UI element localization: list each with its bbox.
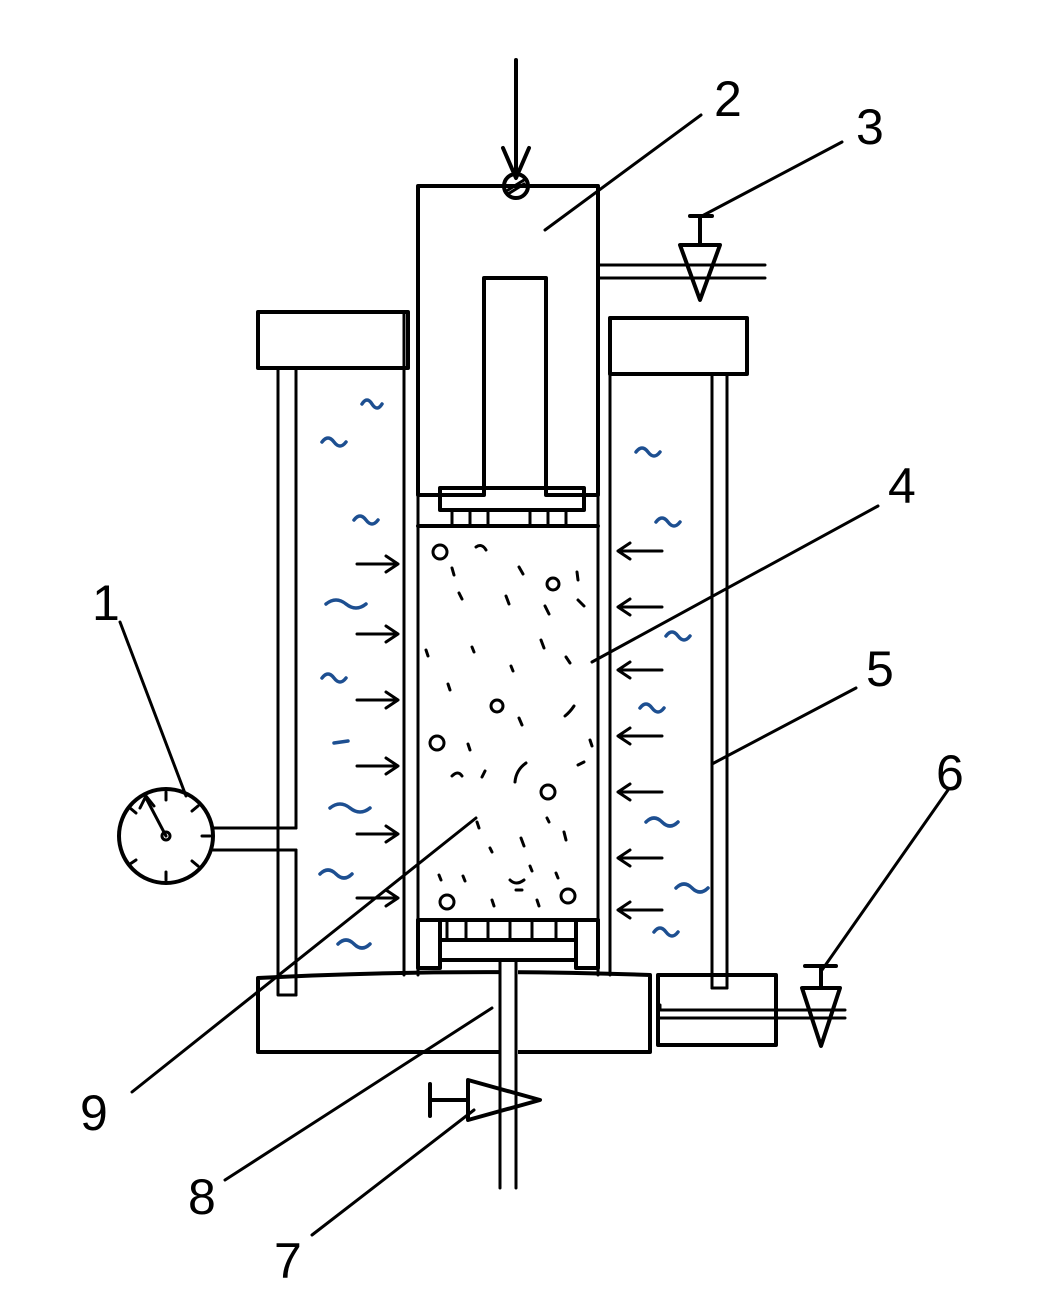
cell-water-left: [318, 398, 384, 950]
pressure-arrows-left: [355, 554, 400, 908]
pressure-arrows-right: [616, 541, 664, 920]
top-porous-platen: [416, 486, 600, 528]
cell-drain-pipe: [658, 1003, 847, 1020]
drain-stem: [498, 960, 518, 1192]
bottom-valve: [428, 1078, 542, 1122]
cell-wall-left: [276, 366, 298, 997]
cell-top-plate-right: [608, 316, 749, 376]
label-7: 7: [274, 1233, 302, 1289]
label-3: 3: [856, 99, 884, 155]
loading-ball: [502, 172, 530, 200]
specimen-membrane: [402, 310, 612, 977]
cell-drain-valve: [800, 964, 842, 1048]
top-valve: [678, 214, 722, 302]
label-1: 1: [92, 575, 120, 631]
load-arrow: [501, 58, 531, 180]
label-2: 2: [714, 71, 742, 127]
cell-water-right: [634, 446, 710, 938]
bottom-porous-platen: [416, 918, 600, 970]
label-8: 8: [188, 1169, 216, 1225]
label-6: 6: [936, 745, 964, 801]
leader-lines: [118, 113, 950, 1237]
soil-specimen: [424, 543, 594, 911]
label-5: 5: [866, 641, 894, 697]
cell-wall-right: [710, 372, 729, 990]
label-4: 4: [888, 458, 916, 514]
label-9: 9: [80, 1085, 108, 1141]
pressure-gauge: [117, 787, 298, 885]
cell-top-plate-left: [256, 310, 410, 370]
